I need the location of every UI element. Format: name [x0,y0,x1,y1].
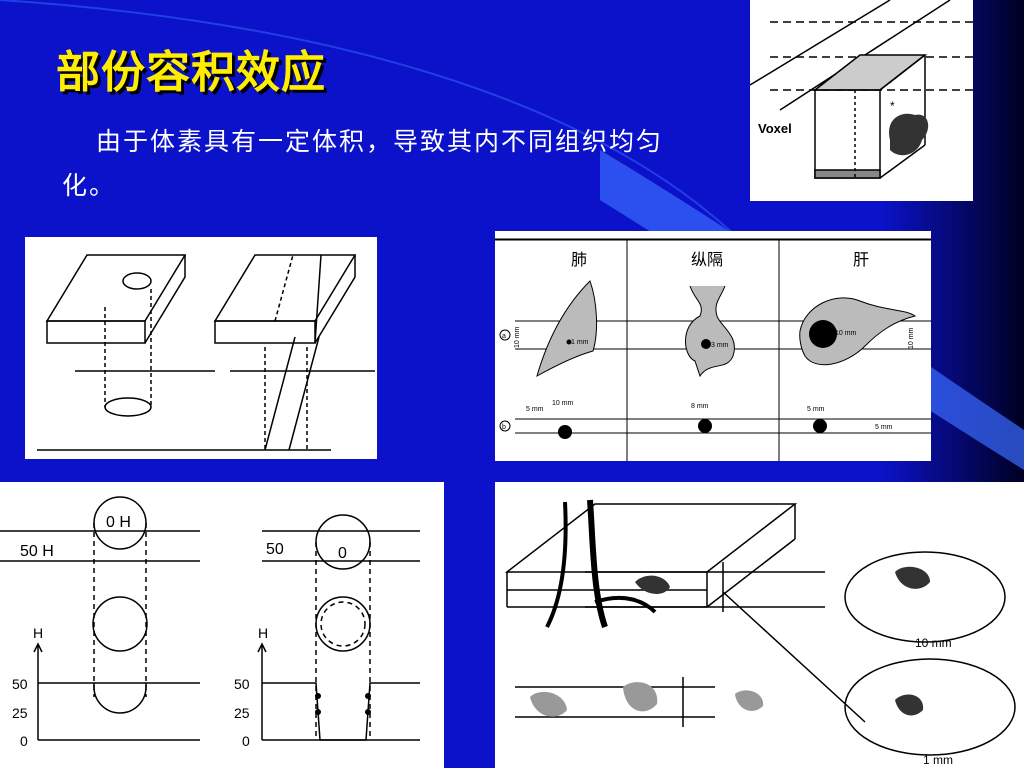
right-tick-25: 25 [234,705,250,721]
organ-column-mediastinum: 纵隔 [691,250,723,269]
voxel-figure: * Voxel [750,0,973,201]
right-tick-50: 50 [234,676,250,692]
svg-text:*: * [890,99,895,113]
row-b-label-5: 5 mm [875,424,893,431]
row-a-label-2: 1 mm [571,339,589,346]
row-b-label-1: 10 mm [552,400,574,407]
right-circle-label: 0 [338,545,347,562]
thickness-label-10mm: 10 mm [915,636,952,650]
left-level-label: 50 H [20,543,54,560]
row-b-label-2: 5 mm [526,406,544,413]
row-a-label-1: 10 mm [514,326,521,348]
row-b-marker: b [502,424,506,431]
left-tick-25: 25 [12,705,28,721]
slice-thickness-figure: 10 mm 1 mm [495,482,1024,768]
slide-title: 部份容积效应 [56,47,326,98]
thickness-label-1mm: 1 mm [923,753,953,767]
voxel-label: Voxel [758,121,792,136]
organ-slice-figure: 肺 纵隔 肝 a b 10 mm 1 mm 3 mm 10 mm 10 mm 1… [495,231,931,461]
row-b-label-3: 8 mm [691,403,709,410]
right-axis-label: H [258,625,268,641]
row-a-label-3: 3 mm [711,342,729,349]
row-a-marker: a [502,333,506,340]
right-level-label: 50 [266,541,284,558]
slab-figure [25,237,377,459]
row-a-label-5: 10 mm [908,327,915,349]
left-axis-label: H [33,625,43,641]
row-a-label-4: 10 mm [835,330,857,337]
left-circle-label: 0 H [106,514,131,531]
right-tick-0: 0 [242,733,250,749]
row-b-label-4: 5 mm [807,406,825,413]
intensity-profile-figure: 0 H 50 H H 50 25 0 0 50 H 50 25 0 [0,482,444,768]
organ-column-lung: 肺 [571,250,587,269]
left-tick-50: 50 [12,676,28,692]
organ-column-liver: 肝 [853,250,869,269]
slide-body-text: 由于体素具有一定体积，导致其内不同组织均匀化。 [62,127,664,200]
left-tick-0: 0 [20,733,28,749]
